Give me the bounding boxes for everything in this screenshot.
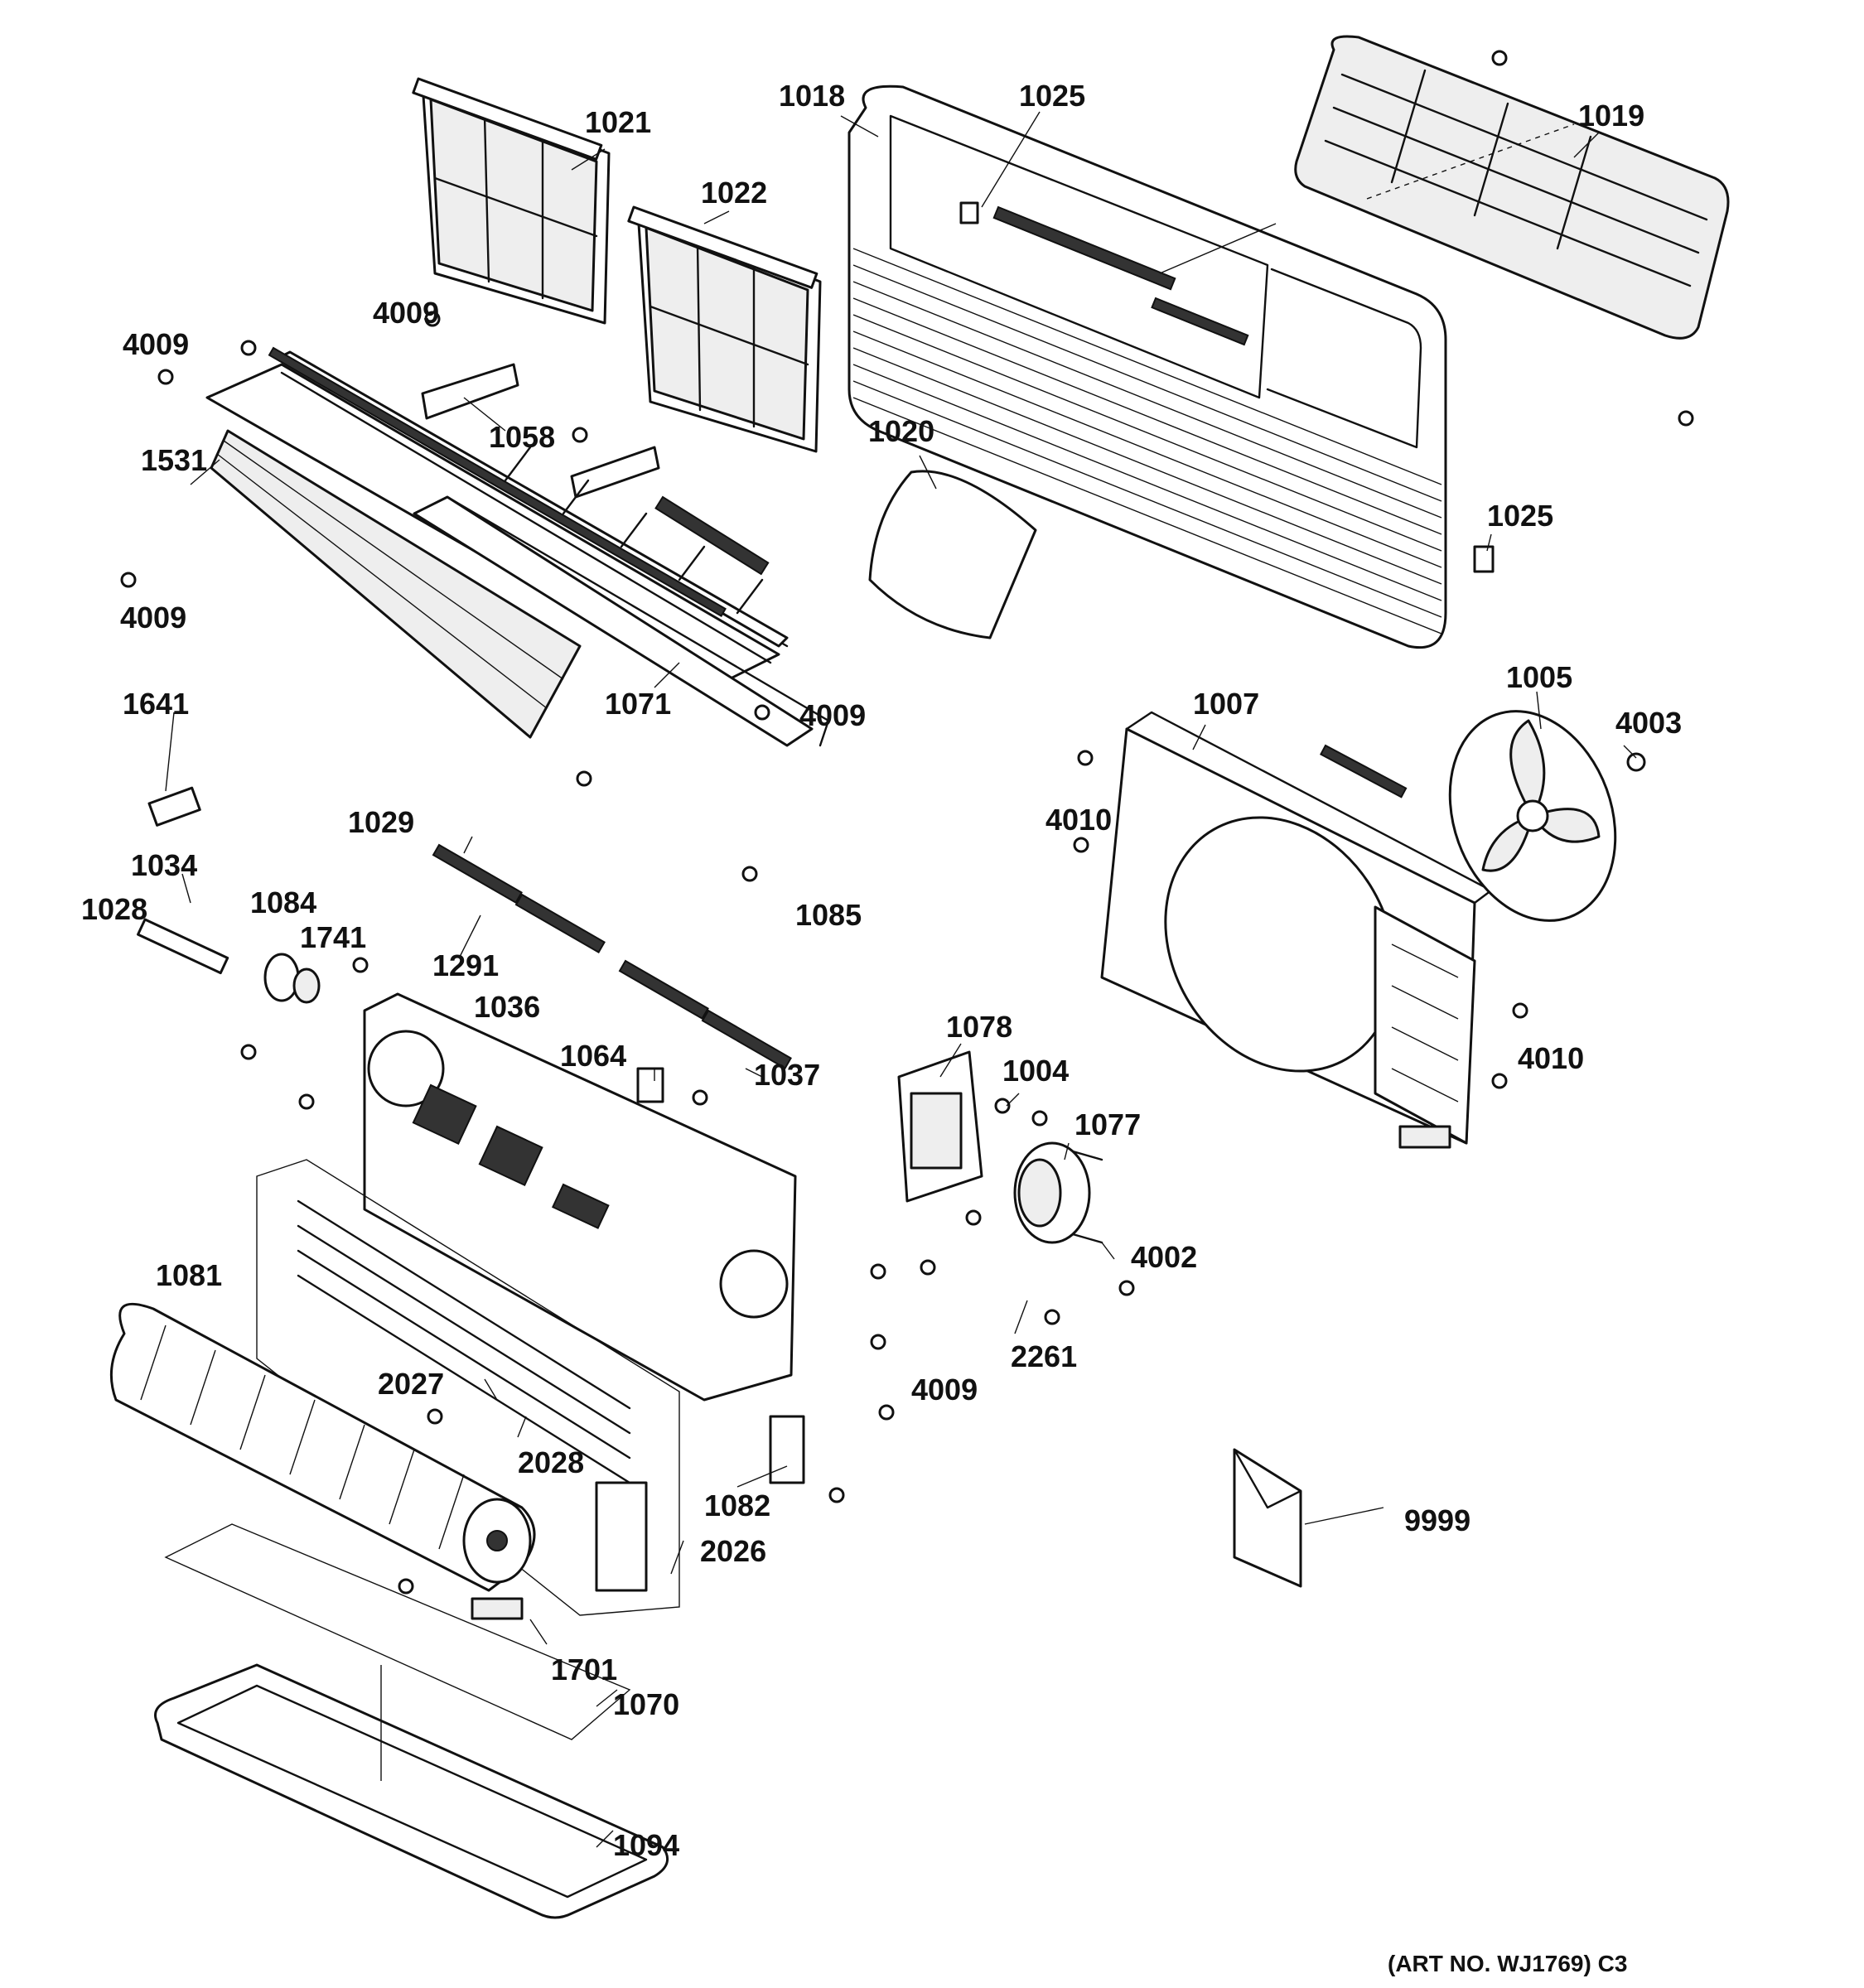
- strip-1071b: [654, 495, 770, 576]
- leader-lines: [165, 111, 1637, 1848]
- literature-envelope-9999: [1233, 1448, 1302, 1588]
- label-1070: 1070: [613, 1687, 679, 1721]
- label-1029: 1029: [348, 805, 414, 839]
- part-labels: 1021 1022 1018 1025 1019 4009 4009 1058 …: [81, 79, 1682, 1862]
- label-1018: 1018: [779, 79, 845, 113]
- blower-housing: [363, 992, 797, 1402]
- label-1741: 1741: [300, 920, 366, 954]
- motor-1077: [1013, 1141, 1103, 1244]
- filter-1022: [627, 205, 822, 453]
- label-1641: 1641: [123, 687, 189, 721]
- clip-1025: [959, 201, 1495, 573]
- label-1022: 1022: [701, 176, 767, 210]
- label-1531: 1531: [141, 443, 207, 477]
- label-1077: 1077: [1074, 1107, 1141, 1141]
- mesh-screen-1531: [210, 429, 582, 739]
- label-1701: 1701: [551, 1653, 617, 1686]
- front-panel-louvers: [852, 248, 1442, 635]
- label-9999: 9999: [1404, 1503, 1470, 1537]
- label-4009-housing: 4009: [911, 1373, 978, 1407]
- label-4009-left: 4009: [123, 327, 189, 361]
- label-4002: 4002: [1131, 1240, 1197, 1274]
- label-1007: 1007: [1193, 687, 1259, 721]
- air-grille-1019: [1159, 35, 1730, 340]
- tray-1094: [154, 1663, 669, 1919]
- label-2028: 2028: [518, 1445, 584, 1479]
- label-1084: 1084: [250, 885, 316, 919]
- label-1036: 1036: [474, 990, 540, 1024]
- label-1082: 1082: [704, 1489, 770, 1522]
- motor-bracket-1078: [897, 1050, 983, 1203]
- blower-wheel-1081: [109, 1302, 536, 1592]
- label-1025-right: 1025: [1487, 499, 1553, 533]
- label-1021: 1021: [585, 105, 651, 139]
- label-1094: 1094: [613, 1828, 679, 1862]
- door-1020: [868, 470, 1037, 639]
- fan-shroud-1007: [1100, 711, 1493, 1145]
- label-1004: 1004: [1002, 1054, 1069, 1088]
- label-1078: 1078: [946, 1010, 1012, 1044]
- label-1037: 1037: [754, 1058, 820, 1092]
- label-4009-mesh: 4009: [120, 601, 186, 635]
- label-4003: 4003: [1615, 706, 1682, 740]
- label-1028: 1028: [81, 892, 147, 926]
- label-1019: 1019: [1578, 99, 1644, 133]
- label-1291: 1291: [432, 948, 499, 982]
- evaporator-frame: [413, 446, 830, 747]
- label-4010-right: 4010: [1518, 1041, 1584, 1075]
- heater-assembly-2026: [256, 1159, 680, 1616]
- label-4009-channel: 4009: [799, 698, 866, 732]
- label-1085: 1085: [795, 898, 862, 932]
- label-1034: 1034: [131, 848, 197, 882]
- label-4010-left: 4010: [1045, 803, 1112, 837]
- screws: [120, 50, 1694, 1595]
- label-1081: 1081: [156, 1258, 222, 1292]
- label-1071: 1071: [605, 687, 671, 721]
- fan-blade-1005: [1448, 710, 1617, 922]
- front-panel-1018: [847, 84, 1447, 649]
- label-1064: 1064: [560, 1039, 626, 1073]
- label-4009-top: 4009: [373, 296, 439, 330]
- label-1058: 1058: [489, 420, 555, 454]
- label-2261: 2261: [1011, 1339, 1077, 1373]
- filter-1021: [412, 77, 611, 325]
- brackets-1058: [421, 363, 660, 499]
- label-1020: 1020: [868, 414, 934, 448]
- coil-strips-1029: [432, 843, 792, 1069]
- sheet-1070: [164, 1523, 631, 1740]
- art-number: (ART NO. WJ1769) C3: [1388, 1951, 1627, 1976]
- label-2027: 2027: [378, 1367, 444, 1401]
- label-1025-top: 1025: [1019, 79, 1085, 113]
- label-1005: 1005: [1506, 660, 1572, 694]
- label-2026: 2026: [700, 1534, 766, 1568]
- small-parts: [137, 786, 1451, 1620]
